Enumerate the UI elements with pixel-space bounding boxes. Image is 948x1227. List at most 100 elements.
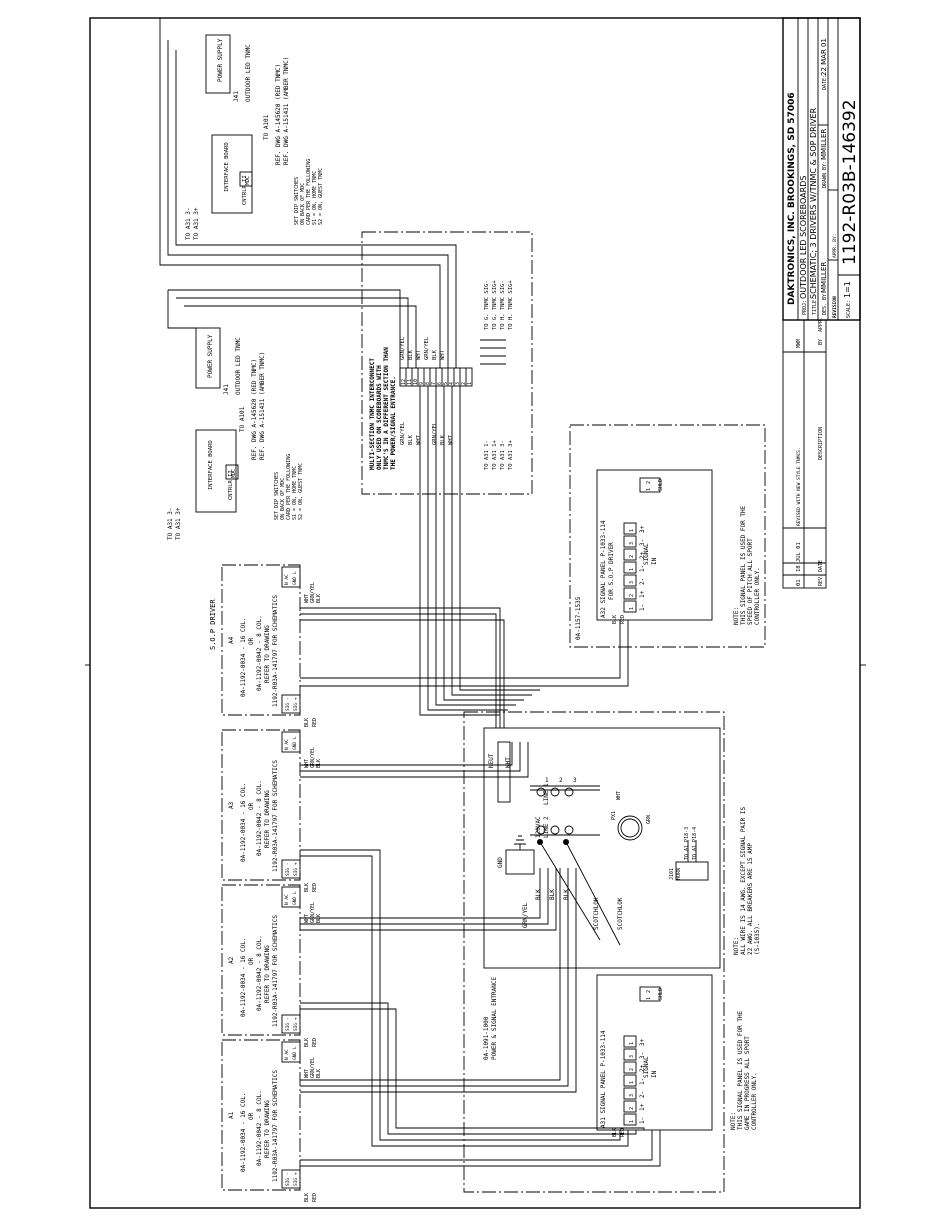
panel-blk: BLK	[612, 1128, 618, 1137]
terminal-pin: 1-	[639, 1078, 646, 1085]
wire-blk-sig: BLK	[304, 1193, 310, 1202]
interconnect-out-right: TO G. TNMC SIG-	[484, 280, 490, 330]
wire-blk-sig: BLK	[304, 718, 310, 727]
wire-blk: BLK	[316, 759, 322, 768]
interconnect-right-wire: GRN/YEL	[400, 336, 406, 360]
driver-line2: OR	[248, 802, 255, 810]
wire-red-sig: RED	[312, 883, 318, 892]
a31-note-line1: THIS SIGNAL PANEL IS USED FOR THE	[737, 1010, 744, 1130]
interconnect-terminal: 1	[467, 382, 473, 385]
terminal-num: 3	[629, 542, 635, 545]
driver-line1: 0A-1192-0034 - 16 COL.	[240, 618, 247, 697]
interconnect-title3: TNMC'S IN A DIFFERENT SECTION THAN	[383, 347, 390, 470]
tnmc-to-a31-3m-2: TO A31 3-	[185, 207, 192, 240]
power-supply-1	[195, 327, 221, 389]
terminal-pin: 2+	[639, 551, 646, 559]
driver-power-pins-2: GND L	[292, 891, 298, 905]
terminal-num: 1	[629, 1042, 635, 1045]
driver-id: A2	[228, 956, 235, 964]
drawn-by: MMILLER	[820, 129, 828, 160]
entry-blk-2: BLK	[549, 889, 556, 900]
driver-line2: OR	[248, 1112, 255, 1120]
wire-blk: BLK	[316, 1069, 322, 1078]
date-label: DATE:	[822, 75, 828, 90]
driver-line3: 0A-1192-0042 - 8 COL.	[256, 935, 263, 1011]
tnmc-ref2-1: REF. DWG A-151431 (AMBER TNMC)	[259, 352, 266, 460]
terminal-num: 2	[629, 594, 635, 597]
driver-line4: REFER TO DRAWING	[264, 790, 271, 848]
driver-line3: 0A-1192-0042 - 8 COL.	[256, 1090, 263, 1166]
wire-wht: WHT	[304, 594, 310, 603]
tnmc-2: POWER SUPPLY J41 OUTDOOR LED TNMC INTERF…	[185, 34, 324, 240]
to-a1-a: TO A1 P18-3	[684, 827, 690, 860]
interconnect-left-wire: GRN/YEL	[400, 421, 406, 445]
driver-power-pins-2: GND L	[292, 1046, 298, 1060]
dip1-1: SET DIP SWITCHES	[274, 472, 280, 520]
terminal-num: 3	[629, 1094, 635, 1097]
interconnect-terminal: 2	[461, 382, 467, 385]
terminal-num: 1	[629, 607, 635, 610]
rev-header: REV.	[818, 574, 824, 586]
driver-line4: REFER TO DRAWING	[264, 625, 271, 683]
tnmc-to-a31-3m-1: TO A31 3-	[167, 507, 174, 540]
power-signal-entrance: 0A-1091-1000 POWER & SIGNAL ENTRANCE NEU…	[463, 711, 761, 1193]
mdc-label-2: MDC	[245, 176, 251, 185]
interconnect-title2: ONLY USED ON SCOREBOARDS WITH	[376, 365, 383, 470]
drawn-by-label: DRAWN BY:	[822, 161, 828, 188]
company-name: DAKTRONICS, INC. BROOKINGS, SD 57006	[787, 92, 797, 305]
by-header: BY	[818, 339, 824, 345]
interconnect-terminal: 8	[425, 382, 431, 385]
tnmc-to-a31-3p-2: TO A31 3+	[193, 207, 200, 240]
terminal-num: 2	[629, 555, 635, 558]
driver-sig-plus: SIG +	[293, 1172, 299, 1186]
driver-line5: 1192-R03A-141797 FOR SCHEMATICS	[272, 595, 279, 707]
a31-shld-label: SHLD	[658, 988, 664, 1000]
rev-number: 01	[796, 579, 802, 586]
interconnect-out-left: TO A31 3+	[508, 440, 514, 470]
rev-date: 18 JUL 01	[796, 542, 802, 572]
dip3-2: CARD PER THE FOLLOWING	[306, 159, 312, 225]
revision-table: REV. DATE DESCRIPTION BY APPR. 01 18 JUL…	[782, 317, 827, 589]
power-supply-2	[205, 34, 231, 94]
wire-red-sig: RED	[312, 1038, 318, 1047]
breaker-1	[536, 787, 546, 797]
interconnect-terminal: 12	[401, 379, 407, 385]
tnmc-1: POWER SUPPLY J41 OUTDOOR LED TNMC INTERF…	[167, 327, 304, 540]
terminal-pin: 2-	[639, 1091, 646, 1098]
power-supply-label-2: POWER SUPPLY	[217, 38, 224, 82]
driver-power-pins: N AC	[284, 1049, 290, 1060]
dip5-2: S2 = ON, GUEST TNMC	[318, 168, 324, 225]
interconnect-right-wire: WHT	[416, 349, 422, 360]
power-entrance-name: POWER & SIGNAL ENTRANCE	[491, 977, 498, 1060]
terminal-num: 1	[629, 1081, 635, 1084]
terminal-pin: 2+	[639, 1064, 646, 1072]
terminal-pin: 2-	[639, 578, 646, 585]
panel-blk: BLK	[612, 615, 618, 624]
neutral-wht-label: WHT	[505, 757, 512, 768]
entry-blk-1: BLK	[535, 889, 542, 900]
drawing-title: SCHEMATIC; 3 DRIVERS W/TNMC & SOP DRIVER	[809, 107, 818, 299]
cntrlr-label-1: CNTRLR II	[228, 470, 234, 500]
tnmc-interconnect: MULTI-SECTION TNMC INTERCONNECT ONLY USE…	[361, 231, 533, 495]
a32-sig-num-1: 1	[646, 488, 652, 491]
signal-panel-a32: 0A-1157-1535 A32 SIGNAL PANEL P-1033-114…	[569, 424, 766, 648]
wire-grn-yel: GRN/YEL	[310, 902, 316, 923]
terminal-pin: 1-	[639, 604, 646, 611]
mdc-label-1: MDC	[231, 469, 237, 478]
interconnect-terminal: 10	[413, 379, 419, 385]
to-a1-b: TO A1 P18-4	[692, 827, 698, 860]
interconnect-terminal: 11	[407, 379, 413, 385]
driver-sig-plus: SIG +	[293, 862, 299, 876]
driver-line2: OR	[248, 637, 255, 645]
power-note-line1: ALL WIRE IS 14 AWG. EXCEPT SIGNAL PAIR I…	[740, 807, 747, 955]
appr-header: APPR.	[818, 317, 824, 332]
tnmc-to-a31-3p-1: TO A31 3+	[175, 507, 182, 540]
interconnect-left-wire: WHT	[416, 434, 422, 445]
interconnect-title4: THE POWER/SIGNAL ENTRANCE.	[390, 376, 397, 470]
tnmc-ref1-2: REF. DWG A-145620 (RED TNMC)	[275, 64, 282, 165]
dip2-1: ON BACK OF MDC	[280, 478, 286, 520]
a32-title: A32 SIGNAL PANEL P-1033-114	[600, 520, 607, 618]
